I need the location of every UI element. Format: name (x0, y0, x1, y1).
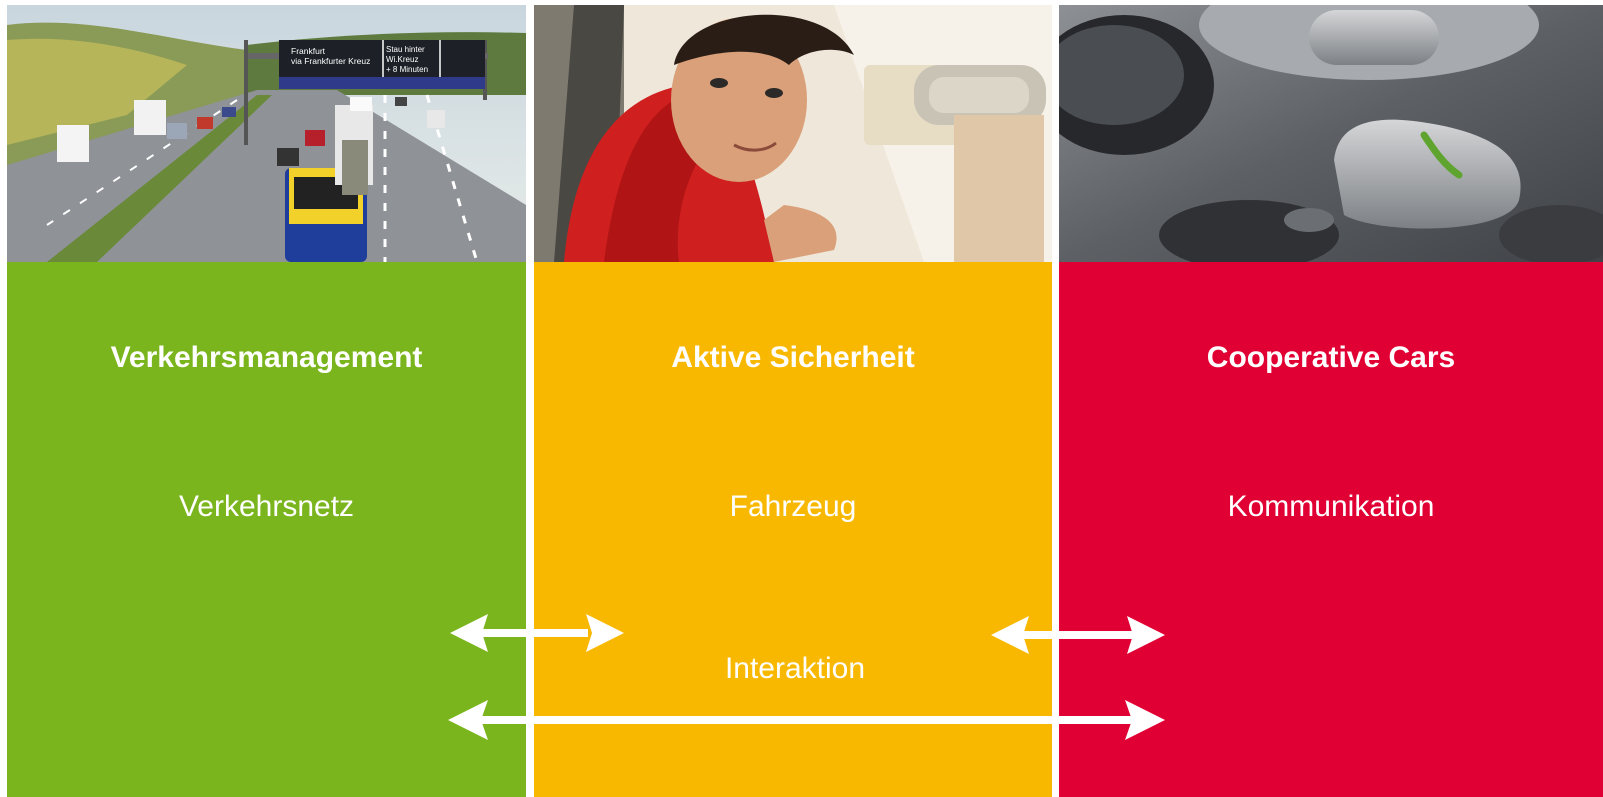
driver-illustration (534, 5, 1052, 262)
panel-title: Cooperative Cars (1206, 341, 1456, 374)
panel-aktive-sicherheit: Aktive Sicherheit Fahrzeug (534, 262, 1052, 797)
panel-verkehrsmanagement: Verkehrsmanagement Verkehrsnetz (7, 262, 526, 797)
column-cooperative-cars: Cooperative Cars Kommunikation (1059, 5, 1603, 797)
driver-photo (534, 5, 1052, 262)
panel-title: Verkehrsmanagement (110, 341, 423, 374)
sign-text-frankfurt: Frankfurt (291, 46, 326, 56)
keypad-illustration (1059, 5, 1603, 262)
column-verkehrsmanagement: Frankfurt via Frankfurter Kreuz Stau hin… (7, 5, 526, 797)
sign-text-stau: Stau hinter (386, 45, 425, 54)
interaction-label: Interaktion (724, 652, 866, 685)
highway-photo: Frankfurt via Frankfurter Kreuz Stau hin… (7, 5, 526, 262)
panel-title: Aktive Sicherheit (671, 341, 915, 374)
sign-text-minuten: + 8 Minuten (386, 65, 428, 74)
sign-text-via: via Frankfurter Kreuz (291, 56, 370, 66)
column-aktive-sicherheit: Aktive Sicherheit Fahrzeug (534, 5, 1052, 797)
panel-subtitle: Fahrzeug (729, 490, 857, 523)
panel-subtitle: Kommunikation (1227, 490, 1435, 523)
sign-text-kreuz: Wi.Kreuz (386, 55, 418, 64)
panel-cooperative-cars: Cooperative Cars Kommunikation (1059, 262, 1603, 797)
highway-illustration: Frankfurt via Frankfurter Kreuz Stau hin… (7, 5, 526, 262)
panel-subtitle: Verkehrsnetz (178, 490, 355, 523)
keypad-photo (1059, 5, 1603, 262)
